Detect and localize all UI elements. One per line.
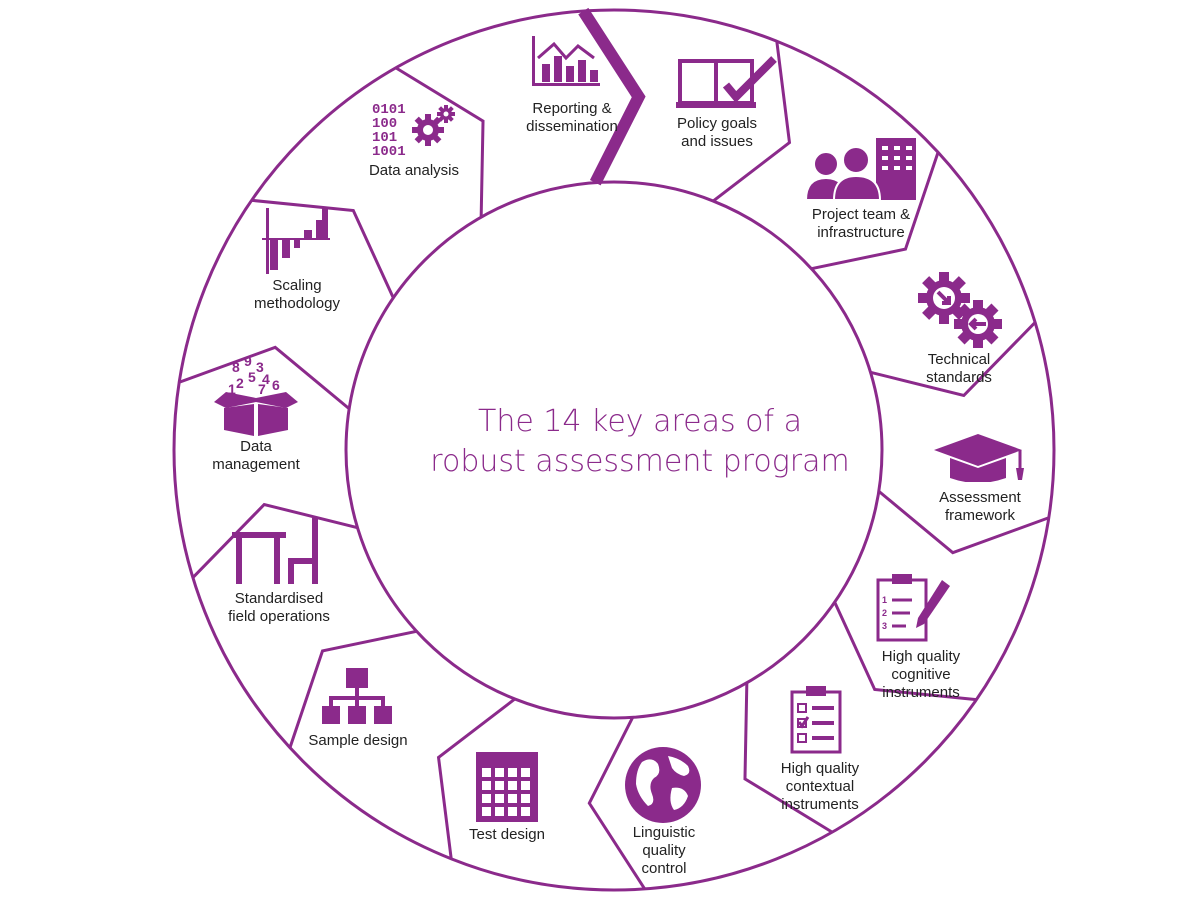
label-line: Policy goals bbox=[676, 115, 758, 132]
number-glyph: 1 bbox=[228, 381, 236, 397]
label-data-management: Data management bbox=[171, 438, 341, 474]
team-building-icon bbox=[804, 138, 916, 200]
diagram-title: The 14 key areas of a robust assessment … bbox=[400, 402, 880, 482]
segment-divider bbox=[811, 151, 940, 271]
label-scaling: Scaling methodology bbox=[212, 277, 382, 313]
list-digit: 1 bbox=[882, 595, 887, 605]
label-line: and issues bbox=[681, 133, 753, 150]
segment-divider bbox=[251, 198, 395, 299]
number-glyph: 2 bbox=[236, 375, 244, 391]
segment-divider bbox=[288, 629, 417, 749]
title-line-1: The 14 key areas of a bbox=[478, 404, 802, 439]
title-line-2: robust assessment program bbox=[430, 444, 850, 479]
number-glyph: 7 bbox=[258, 381, 266, 397]
checklist-icon bbox=[790, 686, 842, 754]
number-glyph: 5 bbox=[248, 369, 256, 385]
label-analysis: Data analysis bbox=[329, 162, 499, 180]
segment-divider bbox=[833, 601, 977, 702]
globe-icon bbox=[625, 747, 701, 823]
desk-chair-icon bbox=[232, 518, 318, 584]
label-line: Linguistic bbox=[632, 824, 696, 841]
label-line: Project team & bbox=[811, 206, 911, 223]
number-glyph: 3 bbox=[256, 359, 264, 375]
label-line: Assessment bbox=[939, 489, 1021, 506]
label-line: contextual bbox=[785, 778, 855, 795]
label-line: instruments bbox=[882, 684, 960, 701]
ring-inner-edge bbox=[344, 180, 884, 720]
label-line: infrastructure bbox=[817, 224, 905, 241]
label-policy: Policy goals and issues bbox=[632, 115, 802, 151]
binary-digits: 101 bbox=[372, 130, 397, 146]
label-line: quality bbox=[642, 842, 686, 859]
label-line: standards bbox=[926, 369, 992, 386]
number-glyph: 8 bbox=[232, 359, 240, 375]
label-line: High quality bbox=[780, 760, 860, 777]
label-line: Data bbox=[240, 438, 272, 455]
label-line: Reporting & bbox=[532, 100, 612, 117]
label-line: field operations bbox=[228, 608, 330, 625]
label-line: management bbox=[212, 456, 300, 473]
segment-divider bbox=[178, 345, 351, 410]
label-cognitive: High quality cognitive instruments bbox=[836, 648, 1006, 702]
label-line: framework bbox=[944, 507, 1015, 524]
label-field: Standardised field operations bbox=[194, 590, 364, 626]
list-digit: 2 bbox=[882, 608, 887, 618]
gears-icon bbox=[918, 272, 1002, 348]
numbers-box-icon: 8 9 3 5 4 6 2 1 7 bbox=[214, 356, 298, 436]
graduation-cap-icon bbox=[934, 434, 1024, 482]
book-check-icon bbox=[676, 56, 777, 108]
label-line: methodology bbox=[254, 295, 340, 312]
number-glyph: 4 bbox=[262, 371, 270, 387]
label-reporting: Reporting & dissemination bbox=[487, 100, 657, 136]
binary-gear-icon: 0101 100 101 1001 bbox=[372, 102, 455, 160]
segment-divider bbox=[436, 697, 516, 859]
binary-digits: 100 bbox=[372, 116, 397, 132]
label-line: Standardised bbox=[234, 590, 324, 607]
segment-divider bbox=[877, 490, 1050, 555]
label-team: Project team & infrastructure bbox=[776, 206, 946, 242]
label-line: Sample design bbox=[308, 732, 408, 749]
binary-digits: 1001 bbox=[372, 144, 406, 160]
segment-divider bbox=[587, 716, 646, 890]
label-line: cognitive bbox=[891, 666, 951, 683]
label-line: Test design bbox=[469, 826, 545, 843]
ring-outer-edge bbox=[172, 8, 1056, 892]
segment-divider bbox=[743, 682, 833, 834]
number-glyph: 6 bbox=[272, 377, 280, 393]
label-linguistic: Linguistic quality control bbox=[579, 824, 749, 878]
list-digit: 3 bbox=[882, 621, 887, 631]
segment-divider bbox=[712, 41, 792, 203]
chart-icon bbox=[532, 36, 600, 86]
label-sample: Sample design bbox=[273, 732, 443, 750]
label-test: Test design bbox=[422, 826, 592, 844]
org-chart-icon bbox=[322, 668, 392, 724]
label-technical: Technical standards bbox=[874, 351, 1044, 387]
label-contextual: High quality contextual instruments bbox=[735, 760, 905, 814]
label-framework: Assessment framework bbox=[895, 489, 1065, 525]
binary-digits: 0101 bbox=[372, 102, 406, 118]
bar-scale-icon bbox=[262, 208, 330, 274]
label-line: Scaling bbox=[272, 277, 322, 294]
segment-divider bbox=[191, 502, 358, 579]
label-line: Data analysis bbox=[368, 162, 460, 179]
clipboard-pen-icon: 1 2 3 bbox=[876, 574, 950, 642]
segment-divider bbox=[395, 66, 485, 218]
label-line: Technical bbox=[927, 351, 991, 368]
number-glyph: 9 bbox=[244, 356, 252, 369]
grid-icon bbox=[476, 752, 538, 822]
label-line: control bbox=[641, 860, 687, 877]
segment-divider bbox=[870, 321, 1037, 398]
label-line: instruments bbox=[781, 796, 859, 813]
label-line: High quality bbox=[881, 648, 961, 665]
start-chevron bbox=[578, 7, 646, 186]
label-line: dissemination bbox=[526, 118, 618, 135]
